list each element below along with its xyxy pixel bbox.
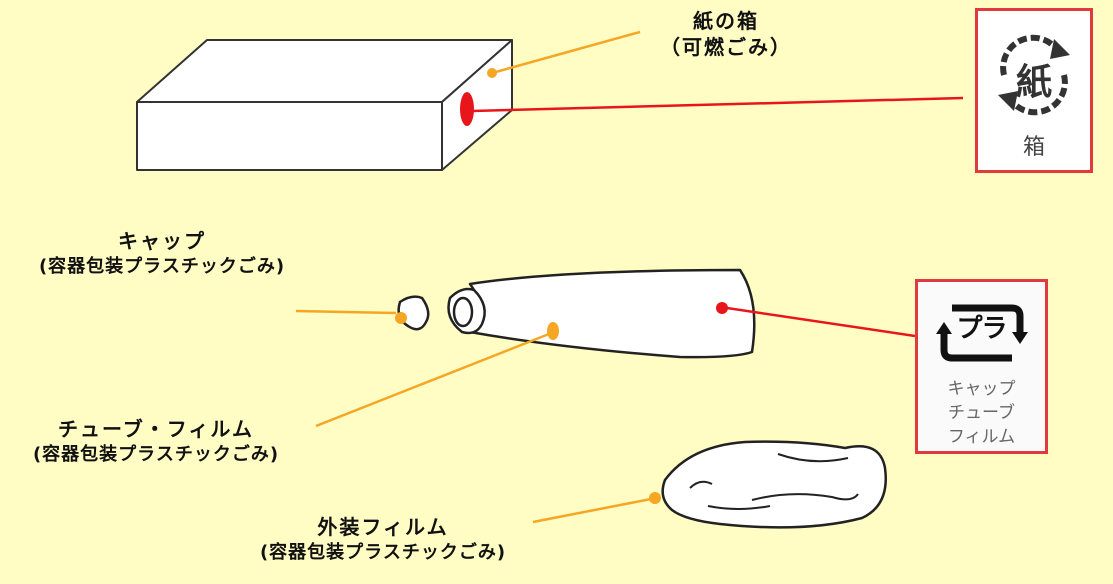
paper-recycling-mark: 紙 箱: [975, 8, 1093, 173]
tube-red-dot: [716, 302, 728, 314]
paper-mark-caption: 箱: [1022, 135, 1045, 160]
cap-label: キャップ (容器包装プラスチックごみ): [4, 228, 320, 280]
tube-film-label: チューブ・フィルム (容器包装プラスチックごみ): [0, 416, 312, 468]
paper-box-category: （可燃ごみ）: [660, 35, 792, 59]
cap-name: キャップ: [118, 229, 206, 253]
paper-box-red-dot: [460, 92, 474, 126]
outer-film-label: 外装フィルム (容器包装プラスチックごみ): [227, 514, 539, 566]
paper-box-label: 紙の箱 （可燃ごみ）: [628, 8, 824, 60]
tube-leader-red: [726, 306, 916, 338]
cap-category: (容器包装プラスチックごみ): [38, 256, 286, 277]
plastic-recycle-icon: [936, 304, 1028, 362]
outer-film-leader-orange: [532, 497, 652, 524]
paper-mark-symbol: 紙: [1015, 62, 1052, 103]
plastic-mark-caption-2: チューブ: [948, 403, 1015, 423]
tube-illustration: [447, 268, 756, 359]
paper-box-name: 紙の箱: [693, 9, 759, 33]
cap-orange-dot: [395, 312, 407, 324]
paper-box-leader-red: [471, 96, 964, 113]
plastic-recycling-mark: プラ キャップ チューブ フィルム: [915, 279, 1048, 454]
plastic-mark-caption-3: フィルム: [947, 427, 1016, 447]
outer-film-name: 外装フィルム: [317, 515, 449, 539]
outer-film-illustration: [661, 440, 887, 529]
plastic-mark-caption-1: キャップ: [947, 379, 1016, 399]
tube-film-name: チューブ・フィルム: [58, 417, 254, 441]
paper-box-leader-orange: [491, 30, 641, 75]
paper-recycle-arrows-icon: [998, 34, 1070, 116]
cap-leader-orange: [295, 309, 397, 315]
tube-film-category: (容器包装プラスチックごみ): [32, 444, 280, 465]
outer-film-category: (容器包装プラスチックごみ): [259, 542, 507, 563]
paper-box-illustration: [136, 39, 513, 171]
plastic-mark-symbol: プラ: [956, 314, 1007, 344]
tube-orange-dot: [547, 322, 559, 340]
outer-film-orange-dot: [649, 492, 661, 504]
tube-leader-orange: [315, 332, 550, 428]
